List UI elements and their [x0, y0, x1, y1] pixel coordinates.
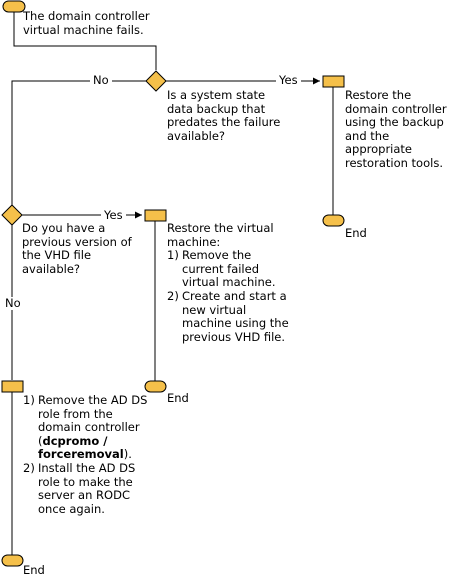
decision1-question: Is a system state data backup that preda… [167, 88, 281, 143]
decision1-diamond [145, 70, 167, 92]
end-terminator-vm [144, 380, 167, 393]
remove-role-step-1: 1) Remove the AD DS role from the domain… [23, 393, 148, 462]
dcpromo-command: dcpromo / forceremoval [38, 433, 124, 462]
connector-decision1-no [11, 80, 146, 206]
restore-vm-step-1: 1) Remove the current failed virtual mac… [167, 248, 292, 290]
start-text: The domain controller virtual machine fa… [23, 9, 150, 37]
end-terminator-remove-role [1, 554, 24, 567]
end-label-vm: End [167, 391, 189, 405]
connector-start-to-decision1 [13, 12, 157, 70]
remove-role-steps: 1) Remove the AD DS role from the domain… [23, 393, 148, 516]
decision2-yes-label: Yes [101, 209, 126, 222]
step-text: Install the AD DS role to make the serve… [38, 460, 136, 516]
remove-role-block: 1) Remove the AD DS role from the domain… [23, 393, 148, 516]
remove-role-process-box [1, 380, 24, 393]
decision1-no-label: No [90, 74, 112, 87]
step-text: Remove the AD DS role from the domain co… [38, 393, 148, 448]
step-number: 1) [23, 393, 35, 407]
restore-vm-process-box [144, 209, 167, 222]
restore-vm-block: Restore the virtual machine: 1) Remove t… [167, 221, 292, 344]
step-number: 2) [23, 460, 35, 475]
decision1-yes-label: Yes [276, 74, 301, 87]
start-terminator [2, 0, 26, 13]
restore-vm-step-2: 2) Create and start a new virtual machin… [167, 288, 292, 344]
decision2-question: Do you have a previous version of the VH… [22, 221, 132, 276]
step-number: 1) [167, 248, 179, 263]
end-terminator-backup [322, 214, 345, 227]
restore-backup-process-box [322, 75, 345, 88]
end-label-remove-role: End [23, 563, 45, 577]
restore-vm-title: Restore the virtual machine: [167, 221, 274, 249]
restore-backup-text: Restore the domain controller using the … [345, 88, 447, 170]
restore-vm-steps: 1) Remove the current failed virtual mac… [167, 248, 292, 344]
decision2-no-label: No [2, 297, 24, 310]
step-text-end: ). [123, 447, 132, 462]
step-number: 2) [167, 288, 179, 303]
remove-role-step-2: 2) Install the AD DS role to make the se… [23, 460, 148, 516]
end-label-backup: End [345, 226, 367, 240]
decision2-diamond [1, 204, 23, 226]
step-text: Remove the current failed virtual machin… [182, 248, 276, 290]
step-text: Create and start a new virtual machine u… [182, 288, 289, 344]
